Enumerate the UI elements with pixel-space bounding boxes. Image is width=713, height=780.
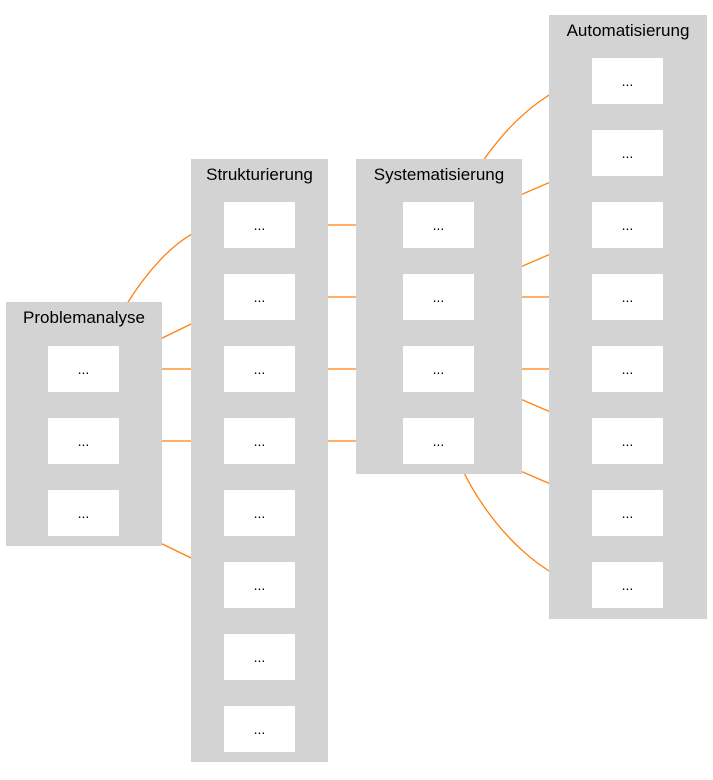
cluster-title-strukturierung: Strukturierung <box>206 165 313 184</box>
node-strukturierung-7: ... <box>224 634 295 680</box>
node-strukturierung-2: ... <box>224 274 295 320</box>
node-automatisierung-7: ... <box>592 490 663 536</box>
node-automatisierung-2: ... <box>592 130 663 176</box>
node-strukturierung-4: ... <box>224 418 295 464</box>
node-problemanalyse-1: ... <box>48 346 119 392</box>
node-strukturierung-3: ... <box>224 346 295 392</box>
node-automatisierung-4: ... <box>592 274 663 320</box>
node-automatisierung-6: ... <box>592 418 663 464</box>
node-systematisierung-4: ... <box>403 418 474 464</box>
cluster-title-automatisierung: Automatisierung <box>566 21 690 40</box>
node-strukturierung-6: ... <box>224 562 295 608</box>
node-systematisierung-1: ... <box>403 202 474 248</box>
cluster-title-systematisierung: Systematisierung <box>373 165 505 184</box>
node-systematisierung-2: ... <box>403 274 474 320</box>
cluster-title-problemanalyse: Problemanalyse <box>23 308 145 327</box>
node-strukturierung-8: ... <box>224 706 295 752</box>
node-problemanalyse-3: ... <box>48 490 119 536</box>
node-strukturierung-1: ... <box>224 202 295 248</box>
node-automatisierung-3: ... <box>592 202 663 248</box>
node-automatisierung-5: ... <box>592 346 663 392</box>
node-systematisierung-3: ... <box>403 346 474 392</box>
node-strukturierung-5: ... <box>224 490 295 536</box>
node-problemanalyse-2: ... <box>48 418 119 464</box>
node-automatisierung-8: ... <box>592 562 663 608</box>
node-automatisierung-1: ... <box>592 58 663 104</box>
